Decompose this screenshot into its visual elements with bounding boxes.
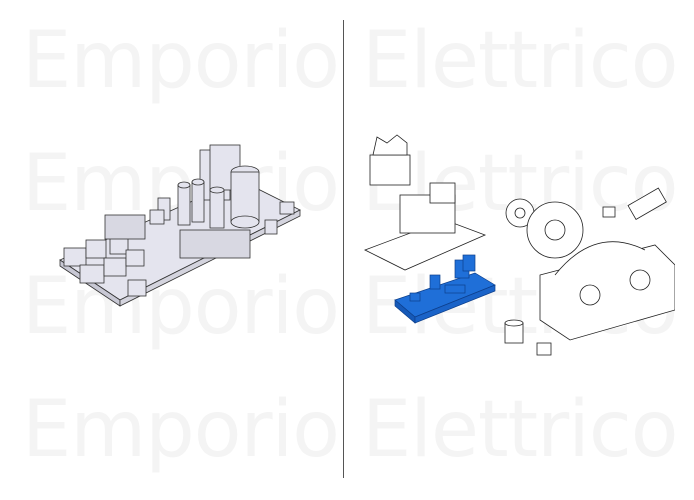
watermark-text: Emporio bbox=[22, 16, 340, 106]
watermark-text: Emporio bbox=[22, 262, 340, 352]
watermark-text: Elettrico bbox=[362, 16, 678, 106]
transformer-part bbox=[369, 154, 411, 186]
watermark-text: Emporio bbox=[22, 385, 340, 475]
control-board-illustration bbox=[59, 144, 301, 307]
highlighted-control-board bbox=[394, 254, 496, 324]
panel-divider bbox=[343, 20, 344, 478]
watermark-text: Elettrico bbox=[362, 385, 678, 475]
exploded-parts-illustration bbox=[364, 134, 675, 356]
